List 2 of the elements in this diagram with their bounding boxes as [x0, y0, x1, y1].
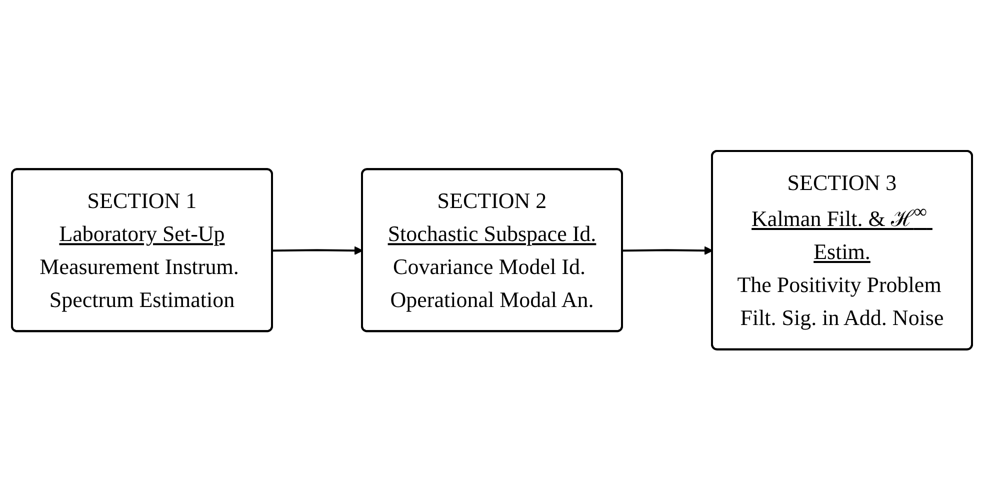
arrow — [622, 246, 713, 256]
arrow — [272, 246, 363, 256]
